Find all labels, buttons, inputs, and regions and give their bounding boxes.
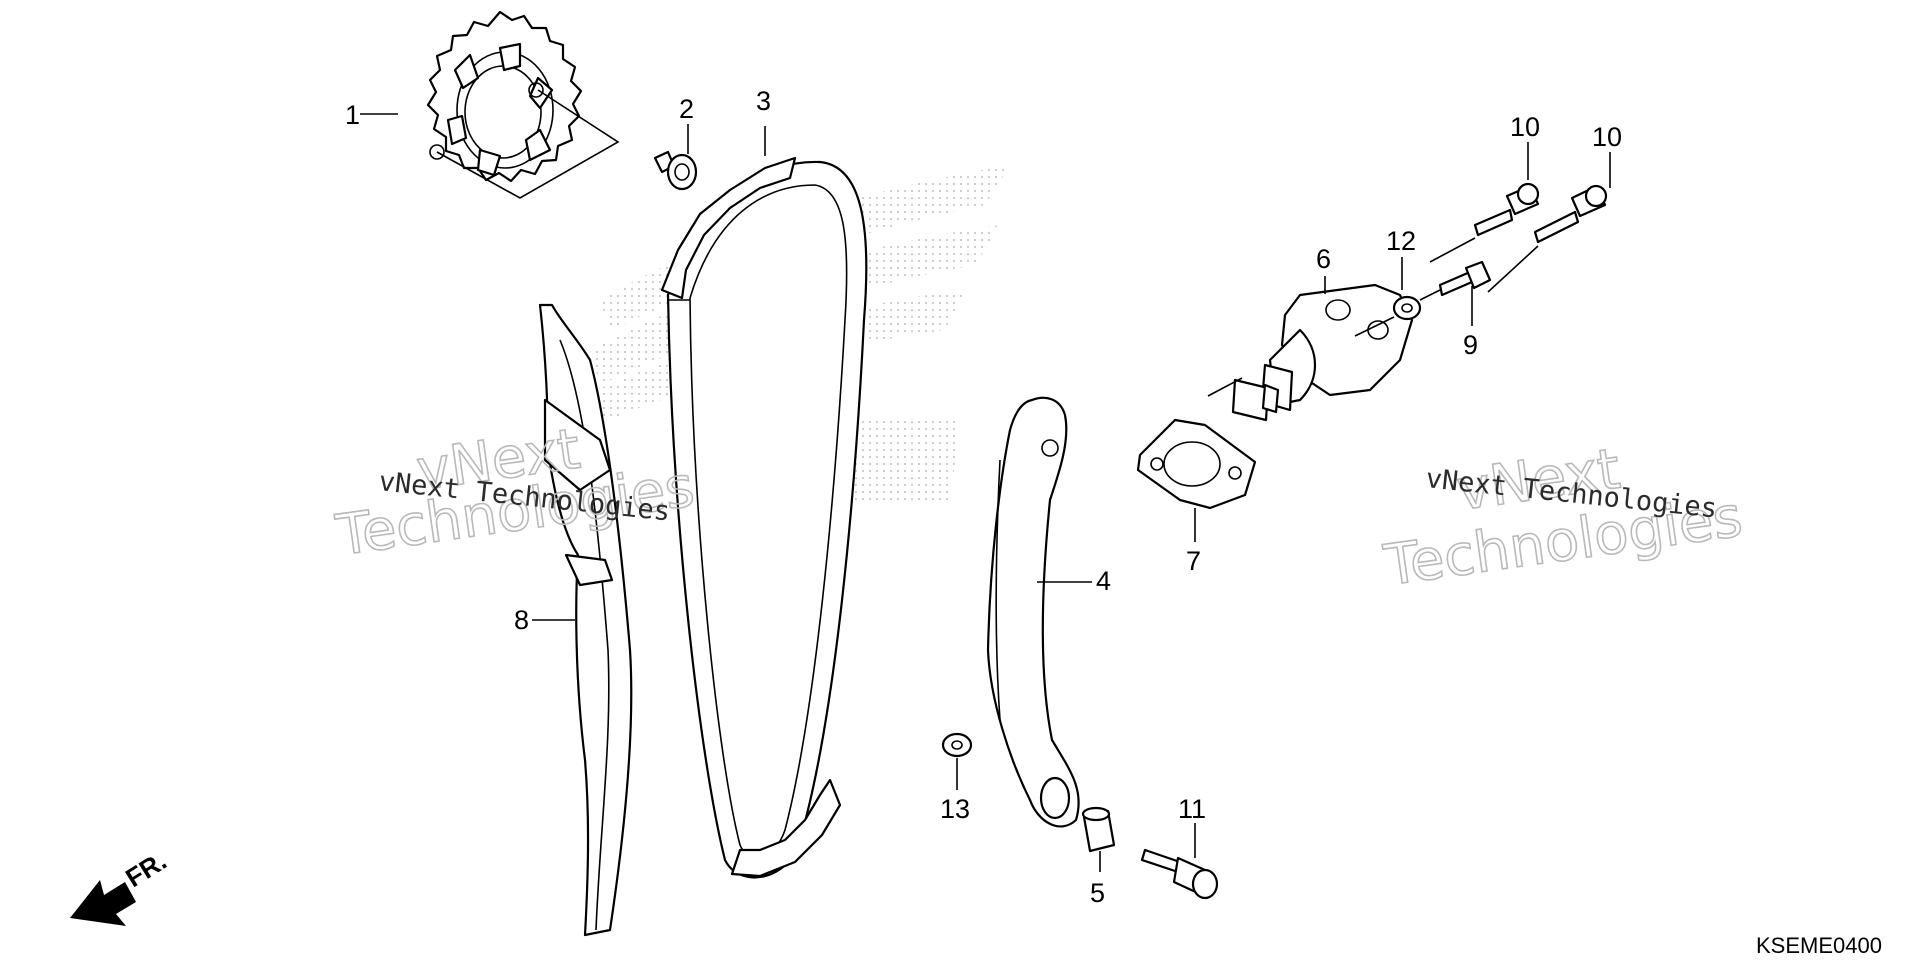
sealing-bolt bbox=[1438, 260, 1492, 297]
callout-8: 8 bbox=[514, 605, 529, 635]
diagram-code: KSEME0400 bbox=[1756, 933, 1882, 958]
pivot-bolt bbox=[1140, 848, 1219, 900]
cam-chain bbox=[660, 156, 868, 879]
callout-7: 7 bbox=[1186, 546, 1201, 576]
tensioner-bolt-left bbox=[1473, 182, 1540, 237]
sprocket-bolt bbox=[653, 150, 698, 191]
cam-sprocket bbox=[426, 10, 583, 183]
callout-13: 13 bbox=[940, 794, 970, 824]
callout-6: 6 bbox=[1316, 244, 1331, 274]
callout-10b: 10 bbox=[1592, 122, 1622, 152]
collar bbox=[1081, 806, 1116, 853]
callout-10a: 10 bbox=[1510, 112, 1540, 142]
front-arrow-icon: FR. bbox=[70, 845, 172, 926]
cam-chain-guide bbox=[538, 303, 633, 937]
callout-4: 4 bbox=[1096, 566, 1111, 596]
tensioner-bolt-right bbox=[1533, 184, 1608, 244]
sealing-washer bbox=[1392, 295, 1422, 321]
callout-3: 3 bbox=[756, 86, 771, 116]
tensioner-arm bbox=[986, 396, 1080, 828]
callout-9: 9 bbox=[1463, 330, 1478, 360]
callout-5: 5 bbox=[1090, 878, 1105, 908]
watermark-left: Technologies vNext vNext Technologies bbox=[331, 416, 699, 570]
washer bbox=[941, 732, 973, 758]
tensioner-lifter bbox=[1231, 283, 1414, 422]
callout-11: 11 bbox=[1178, 794, 1206, 824]
tensioner-gasket bbox=[1136, 418, 1257, 510]
callout-2: 2 bbox=[679, 94, 694, 124]
callout-12: 12 bbox=[1386, 226, 1416, 256]
callout-1: 1 bbox=[345, 100, 360, 130]
watermark-right: Technologies vNext vNext Technologies bbox=[1379, 436, 1747, 600]
front-direction-label: FR. bbox=[120, 845, 171, 893]
